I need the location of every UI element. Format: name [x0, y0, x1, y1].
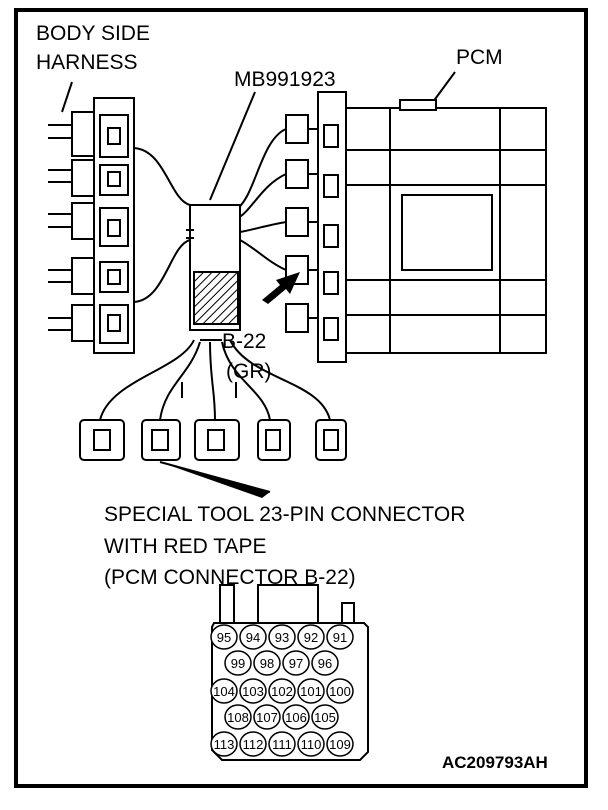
pin-circle [268, 731, 296, 757]
pin-circle [253, 650, 281, 676]
pin-label: 96 [318, 656, 332, 671]
pin-label: 91 [333, 630, 347, 645]
connector-id-label: B-22 [222, 330, 266, 353]
breakout-cables [99, 339, 331, 421]
pin-label: 101 [300, 684, 322, 699]
pin-circle [253, 704, 281, 730]
pin-circle [224, 650, 252, 676]
pin-circle [311, 650, 339, 676]
pin-label: 113 [214, 737, 235, 752]
harness-label: HARNESS [36, 51, 138, 74]
pin-label: 99 [231, 656, 245, 671]
pin-label: 109 [329, 737, 351, 752]
pin-circle [297, 731, 325, 757]
pin-label: 111 [272, 737, 292, 752]
pin-circle [282, 704, 310, 730]
pin-circle [326, 624, 354, 650]
pin-circle [268, 624, 296, 650]
pin-circle [326, 731, 354, 757]
pin-circle [210, 678, 238, 704]
pin-label: 112 [243, 737, 264, 752]
pin-label: 103 [242, 684, 264, 699]
special-tool-hub [133, 128, 287, 341]
pin-circle [268, 678, 296, 704]
pin-label: 105 [314, 710, 336, 725]
pin-circle [239, 731, 267, 757]
figure-code: AC209793AH [442, 753, 548, 772]
note-pointer [159, 461, 271, 498]
pin-circle [224, 704, 252, 730]
note-line-3: (PCM CONNECTOR B-22) [104, 566, 356, 589]
breakout-connectors [79, 419, 347, 461]
pin-circle [239, 624, 267, 650]
pin-label: 104 [213, 684, 235, 699]
note-line-1: SPECIAL TOOL 23-PIN CONNECTOR [104, 503, 465, 526]
pin-circle [282, 650, 310, 676]
pin-label: 95 [217, 630, 231, 645]
pin-label: 94 [246, 630, 260, 645]
pin-label: 102 [271, 684, 293, 699]
body-side-connector [48, 97, 135, 354]
pin-label: 107 [256, 710, 278, 725]
pin-label: 92 [304, 630, 318, 645]
pin-label: 98 [260, 656, 274, 671]
tool-label: MB991923 [234, 68, 336, 91]
pin-label: 93 [275, 630, 289, 645]
pin-circle [297, 624, 325, 650]
connector-color-label: (GR) [226, 360, 272, 383]
pin-label: 97 [289, 656, 303, 671]
pin-rows: 95 94 93 92 91 99 98 97 96 104 103 102 101 100 108 107 1… [210, 624, 354, 757]
pin-label: 110 [301, 737, 322, 752]
pin-circle [297, 678, 325, 704]
pin-circle [239, 678, 267, 704]
pin-circle [210, 731, 238, 757]
pin-circle [326, 678, 354, 704]
pcm-label: PCM [456, 46, 503, 69]
pin-label: 106 [285, 710, 307, 725]
pin-circle [311, 704, 339, 730]
body-side-label: BODY SIDE [36, 22, 150, 45]
pcm-unit [285, 91, 547, 363]
pin-label: 108 [227, 710, 249, 725]
pin-label: 100 [329, 684, 351, 699]
note-line-2: WITH RED TAPE [104, 535, 267, 558]
pin-circle [210, 624, 238, 650]
arrow-icon [262, 272, 300, 304]
